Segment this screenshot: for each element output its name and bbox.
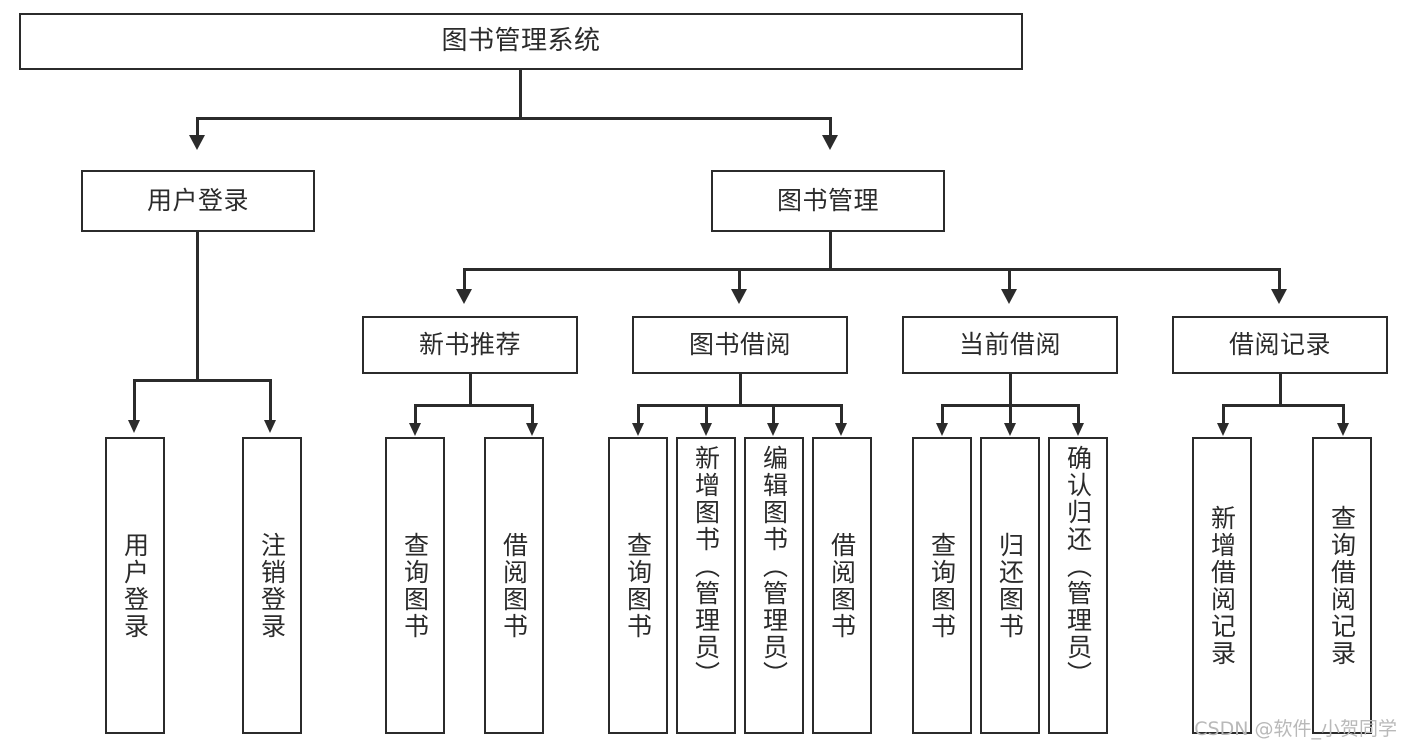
node-new-book-recommend[interactable]: 新书推荐 <box>362 316 578 374</box>
connector-level3-drop-current-borrow <box>1008 268 1011 291</box>
connector-new-book-recommend-stem <box>469 374 472 406</box>
node-leaf-query-book-2[interactable]: 查询图书 <box>608 437 668 734</box>
arrowhead-leaf-query-record <box>1337 423 1349 436</box>
connector-user-login-stem <box>196 232 199 381</box>
connector-current-borrow-drop-2 <box>1009 404 1012 424</box>
node-leaf-return-book-label: 归还图书 <box>995 531 1025 640</box>
arrowhead-leaf-add-record <box>1217 423 1229 436</box>
node-user-login[interactable]: 用户登录 <box>81 170 315 232</box>
connector-root-stem <box>519 70 522 119</box>
node-leaf-query-book-1[interactable]: 查询图书 <box>385 437 445 734</box>
arrowhead-leaf-query-book-1 <box>409 423 421 436</box>
node-leaf-borrow-book-2[interactable]: 借阅图书 <box>812 437 872 734</box>
node-current-borrow[interactable]: 当前借阅 <box>902 316 1118 374</box>
arrowhead-current-borrow <box>1001 289 1017 304</box>
node-leaf-user-login-label: 用户登录 <box>120 531 150 640</box>
node-leaf-return-book[interactable]: 归还图书 <box>980 437 1040 734</box>
connector-level3-drop-borrow-record <box>1278 268 1281 291</box>
connector-book-borrow-drop-1 <box>637 404 640 424</box>
connector-current-borrow-stem <box>1009 374 1012 406</box>
connector-borrow-record-stem <box>1279 374 1282 406</box>
node-leaf-user-login[interactable]: 用户登录 <box>105 437 165 734</box>
connector-borrow-record-bus <box>1222 404 1345 407</box>
arrowhead-leaf-borrow-book-1 <box>526 423 538 436</box>
node-user-login-label: 用户登录 <box>146 186 249 215</box>
connector-level3-bus <box>463 268 1281 271</box>
node-leaf-query-book-2-label: 查询图书 <box>623 531 653 640</box>
connector-book-borrow-stem <box>739 374 742 406</box>
node-leaf-borrow-book-2-label: 借阅图书 <box>827 531 857 640</box>
node-book-borrow-label: 图书借阅 <box>688 330 791 359</box>
watermark: CSDN @软件_小贺同学 <box>1194 718 1397 740</box>
arrowhead-book-management <box>822 135 838 150</box>
node-leaf-query-book-3[interactable]: 查询图书 <box>912 437 972 734</box>
node-leaf-user-logout-label: 注销登录 <box>257 531 287 640</box>
connector-book-borrow-drop-2 <box>705 404 708 424</box>
connector-new-book-recommend-bus <box>414 404 534 407</box>
node-leaf-edit-book[interactable]: 编辑图书（管理员） <box>744 437 804 734</box>
connector-current-borrow-drop-1 <box>941 404 944 424</box>
arrowhead-leaf-user-logout <box>264 420 276 433</box>
connector-user-login-drop-1 <box>133 379 136 421</box>
connector-borrow-record-drop-1 <box>1222 404 1225 424</box>
arrowhead-leaf-edit-book <box>767 423 779 436</box>
node-root[interactable]: 图书管理系统 <box>19 13 1023 70</box>
node-leaf-borrow-book-1-label: 借阅图书 <box>499 531 529 640</box>
arrowhead-user-login <box>189 135 205 150</box>
connector-level3-drop-book-borrow <box>738 268 741 291</box>
connector-new-book-recommend-drop-1 <box>414 404 417 424</box>
arrowhead-leaf-query-book-3 <box>936 423 948 436</box>
node-leaf-user-logout[interactable]: 注销登录 <box>242 437 302 734</box>
connector-book-borrow-bus <box>637 404 843 407</box>
arrowhead-leaf-query-book-2 <box>632 423 644 436</box>
connector-user-login-bus <box>133 379 272 382</box>
connector-level2-drop-user-login <box>196 117 199 137</box>
node-new-book-recommend-label: 新书推荐 <box>418 330 521 359</box>
node-root-label: 图书管理系统 <box>441 25 601 56</box>
node-book-borrow[interactable]: 图书借阅 <box>632 316 848 374</box>
arrowhead-book-borrow <box>731 289 747 304</box>
node-current-borrow-label: 当前借阅 <box>958 330 1061 359</box>
node-book-management-label: 图书管理 <box>776 186 879 215</box>
node-leaf-add-record-label: 新增借阅记录 <box>1207 504 1237 667</box>
connector-new-book-recommend-drop-2 <box>531 404 534 424</box>
connector-current-borrow-drop-3 <box>1077 404 1080 424</box>
node-leaf-add-book[interactable]: 新增图书（管理员） <box>676 437 736 734</box>
node-leaf-edit-book-label: 编辑图书（管理员） <box>759 445 789 688</box>
arrowhead-leaf-add-book <box>700 423 712 436</box>
node-borrow-record-label: 借阅记录 <box>1228 330 1331 359</box>
node-leaf-query-book-3-label: 查询图书 <box>927 531 957 640</box>
connector-level2-bus <box>196 117 832 120</box>
node-leaf-confirm-return-label: 确认归还（管理员） <box>1063 445 1093 688</box>
connector-user-login-drop-2 <box>269 379 272 421</box>
node-leaf-add-book-label: 新增图书（管理员） <box>691 445 721 688</box>
node-leaf-borrow-book-1[interactable]: 借阅图书 <box>484 437 544 734</box>
node-leaf-query-book-1-label: 查询图书 <box>400 531 430 640</box>
connector-book-borrow-drop-3 <box>772 404 775 424</box>
node-leaf-query-record[interactable]: 查询借阅记录 <box>1312 437 1372 734</box>
arrowhead-new-book-recommend <box>456 289 472 304</box>
connector-level2-drop-book-management <box>829 117 832 137</box>
node-borrow-record[interactable]: 借阅记录 <box>1172 316 1388 374</box>
node-leaf-add-record[interactable]: 新增借阅记录 <box>1192 437 1252 734</box>
arrowhead-leaf-borrow-book-2 <box>835 423 847 436</box>
arrowhead-borrow-record <box>1271 289 1287 304</box>
connector-book-management-stem <box>829 232 832 270</box>
node-book-management[interactable]: 图书管理 <box>711 170 945 232</box>
node-leaf-confirm-return[interactable]: 确认归还（管理员） <box>1048 437 1108 734</box>
arrowhead-leaf-confirm-return <box>1072 423 1084 436</box>
arrowhead-leaf-user-login <box>128 420 140 433</box>
connector-level3-drop-new-book-recommend <box>463 268 466 291</box>
node-leaf-query-record-label: 查询借阅记录 <box>1327 504 1357 667</box>
connector-borrow-record-drop-2 <box>1342 404 1345 424</box>
arrowhead-leaf-return-book <box>1004 423 1016 436</box>
connector-book-borrow-drop-4 <box>840 404 843 424</box>
